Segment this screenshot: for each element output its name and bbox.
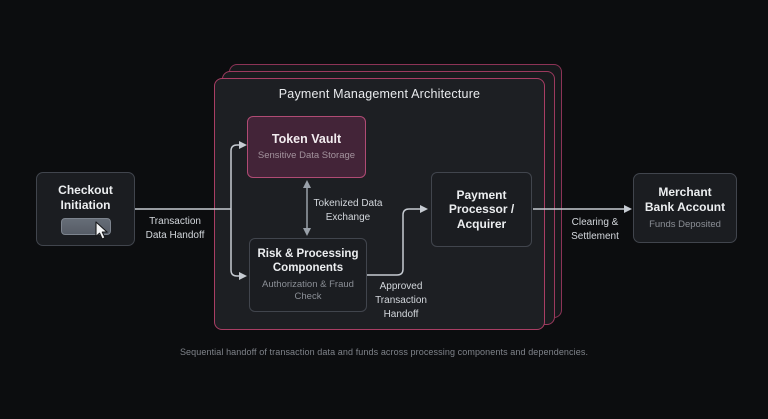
edge-label-transaction-data-handoff: Transaction Data Handoff bbox=[145, 216, 205, 241]
checkout-initiation-title: Checkout Initiation bbox=[58, 182, 113, 212]
payment-processor-node: Payment Processor / Acquirer bbox=[431, 172, 532, 247]
risk-processing-title: Risk & Processing Components bbox=[257, 248, 359, 275]
merchant-bank-title: Merchant Bank Account bbox=[644, 185, 726, 215]
merchant-bank-node: Merchant Bank Account Funds Deposited bbox=[633, 173, 737, 243]
edge-label-tokenized-data-exchange: Tokenized Data Exchange bbox=[313, 198, 383, 223]
edge-label-approved-transaction-handoff: Approved Transaction Handoff bbox=[375, 281, 427, 320]
token-vault-node: Token Vault Sensitive Data Storage bbox=[247, 116, 366, 178]
checkout-initiation-node: Checkout Initiation bbox=[36, 172, 135, 246]
payment-processor-title: Payment Processor / Acquirer bbox=[448, 187, 515, 231]
risk-processing-node: Risk & Processing Components Authorizati… bbox=[249, 238, 367, 312]
token-vault-subtitle: Sensitive Data Storage bbox=[257, 150, 356, 162]
architecture-panel-title: Payment Management Architecture bbox=[278, 87, 481, 101]
arrowhead-into-merchant bbox=[624, 205, 632, 213]
mouse-pointer-icon bbox=[95, 221, 108, 240]
merchant-bank-subtitle: Funds Deposited bbox=[649, 218, 721, 230]
token-vault-title: Token Vault bbox=[271, 131, 342, 146]
risk-processing-subtitle: Authorization & Fraud Check bbox=[262, 279, 354, 303]
edge-label-clearing-settlement: Clearing & Settlement bbox=[571, 217, 619, 242]
diagram-caption: Sequential handoff of transaction data a… bbox=[179, 347, 589, 357]
